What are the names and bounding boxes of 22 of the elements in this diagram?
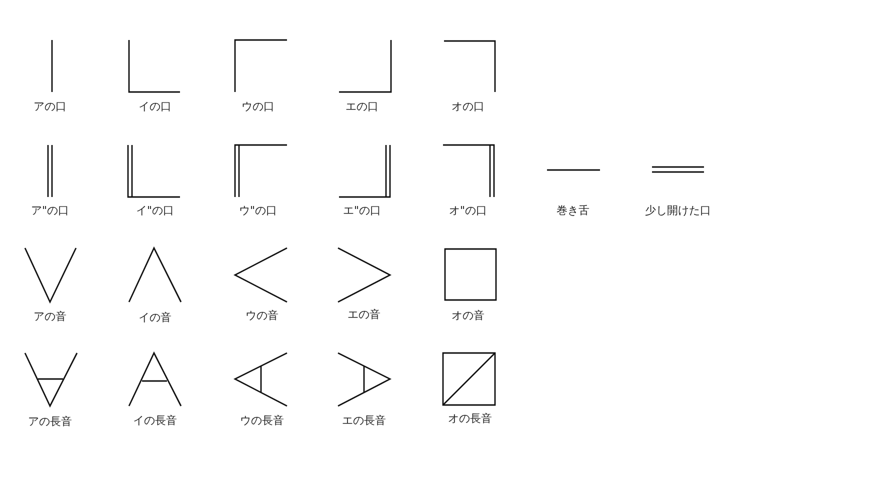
symbol-caption: イの音: [138, 311, 172, 325]
symbol-caption: イの口: [138, 100, 172, 114]
symbol-caption: エ"の口: [342, 204, 382, 218]
symbol-caption: ウ"の口: [238, 204, 278, 218]
symbol-caption: エの口: [344, 100, 380, 114]
symbol-caption: オの長音: [447, 412, 493, 426]
symbol-caption: エの音: [346, 308, 382, 322]
symbol-caption: オ"の口: [448, 204, 488, 218]
symbol-caption: ウの長音: [239, 414, 285, 428]
symbol-caption: オの口: [450, 100, 486, 114]
symbol-caption: アの長音: [27, 415, 73, 429]
symbol-caption: エの長音: [341, 414, 387, 428]
symbol-caption: 巻き舌: [556, 204, 590, 218]
symbol-caption: ウの口: [240, 100, 276, 114]
symbol-caption: ウの音: [244, 309, 280, 323]
symbol-caption: イの長音: [132, 414, 178, 428]
symbol-caption: 少し開けた口: [644, 204, 712, 218]
symbol-caption: ア"の口: [30, 204, 70, 218]
symbol-caption: アの口: [32, 100, 68, 114]
symbol-caption: アの音: [32, 310, 68, 324]
symbol-caption: オの音: [450, 309, 486, 323]
symbol-caption: イ"の口: [134, 204, 176, 218]
